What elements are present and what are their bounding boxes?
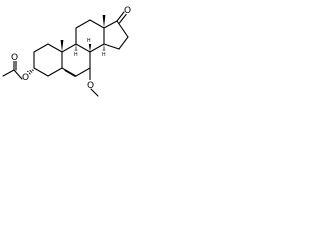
c7-methoxy: O (86, 67, 99, 97)
c9-hydrogen-label: H (74, 52, 78, 58)
stereo-hydrogens: H H H (74, 38, 106, 58)
ring-a (33, 43, 63, 77)
c14-hydrogen-label: H (102, 52, 106, 58)
c18-methyl-wedge (102, 15, 106, 28)
ring-d (103, 20, 129, 50)
ether-oxygen-label: O (87, 81, 94, 91)
c9-hash-bond (74, 45, 78, 51)
ketone-oxygen-label: O (124, 6, 131, 16)
carbonyl-oxygen-label: O (11, 53, 18, 63)
c3-acetate: O O (2, 52, 34, 83)
steroid-structure-diagram: O H H H O (2, 6, 131, 97)
angular-methyls (60, 15, 106, 52)
c14-hash-bond (102, 45, 106, 51)
c17-ketone: O (116, 6, 131, 24)
c19-methyl-wedge (60, 40, 64, 52)
ring-b (61, 43, 91, 77)
ester-oxygen-label: O (22, 73, 29, 83)
ring-c (75, 19, 105, 53)
c8-hydrogen-label: H (87, 38, 91, 44)
